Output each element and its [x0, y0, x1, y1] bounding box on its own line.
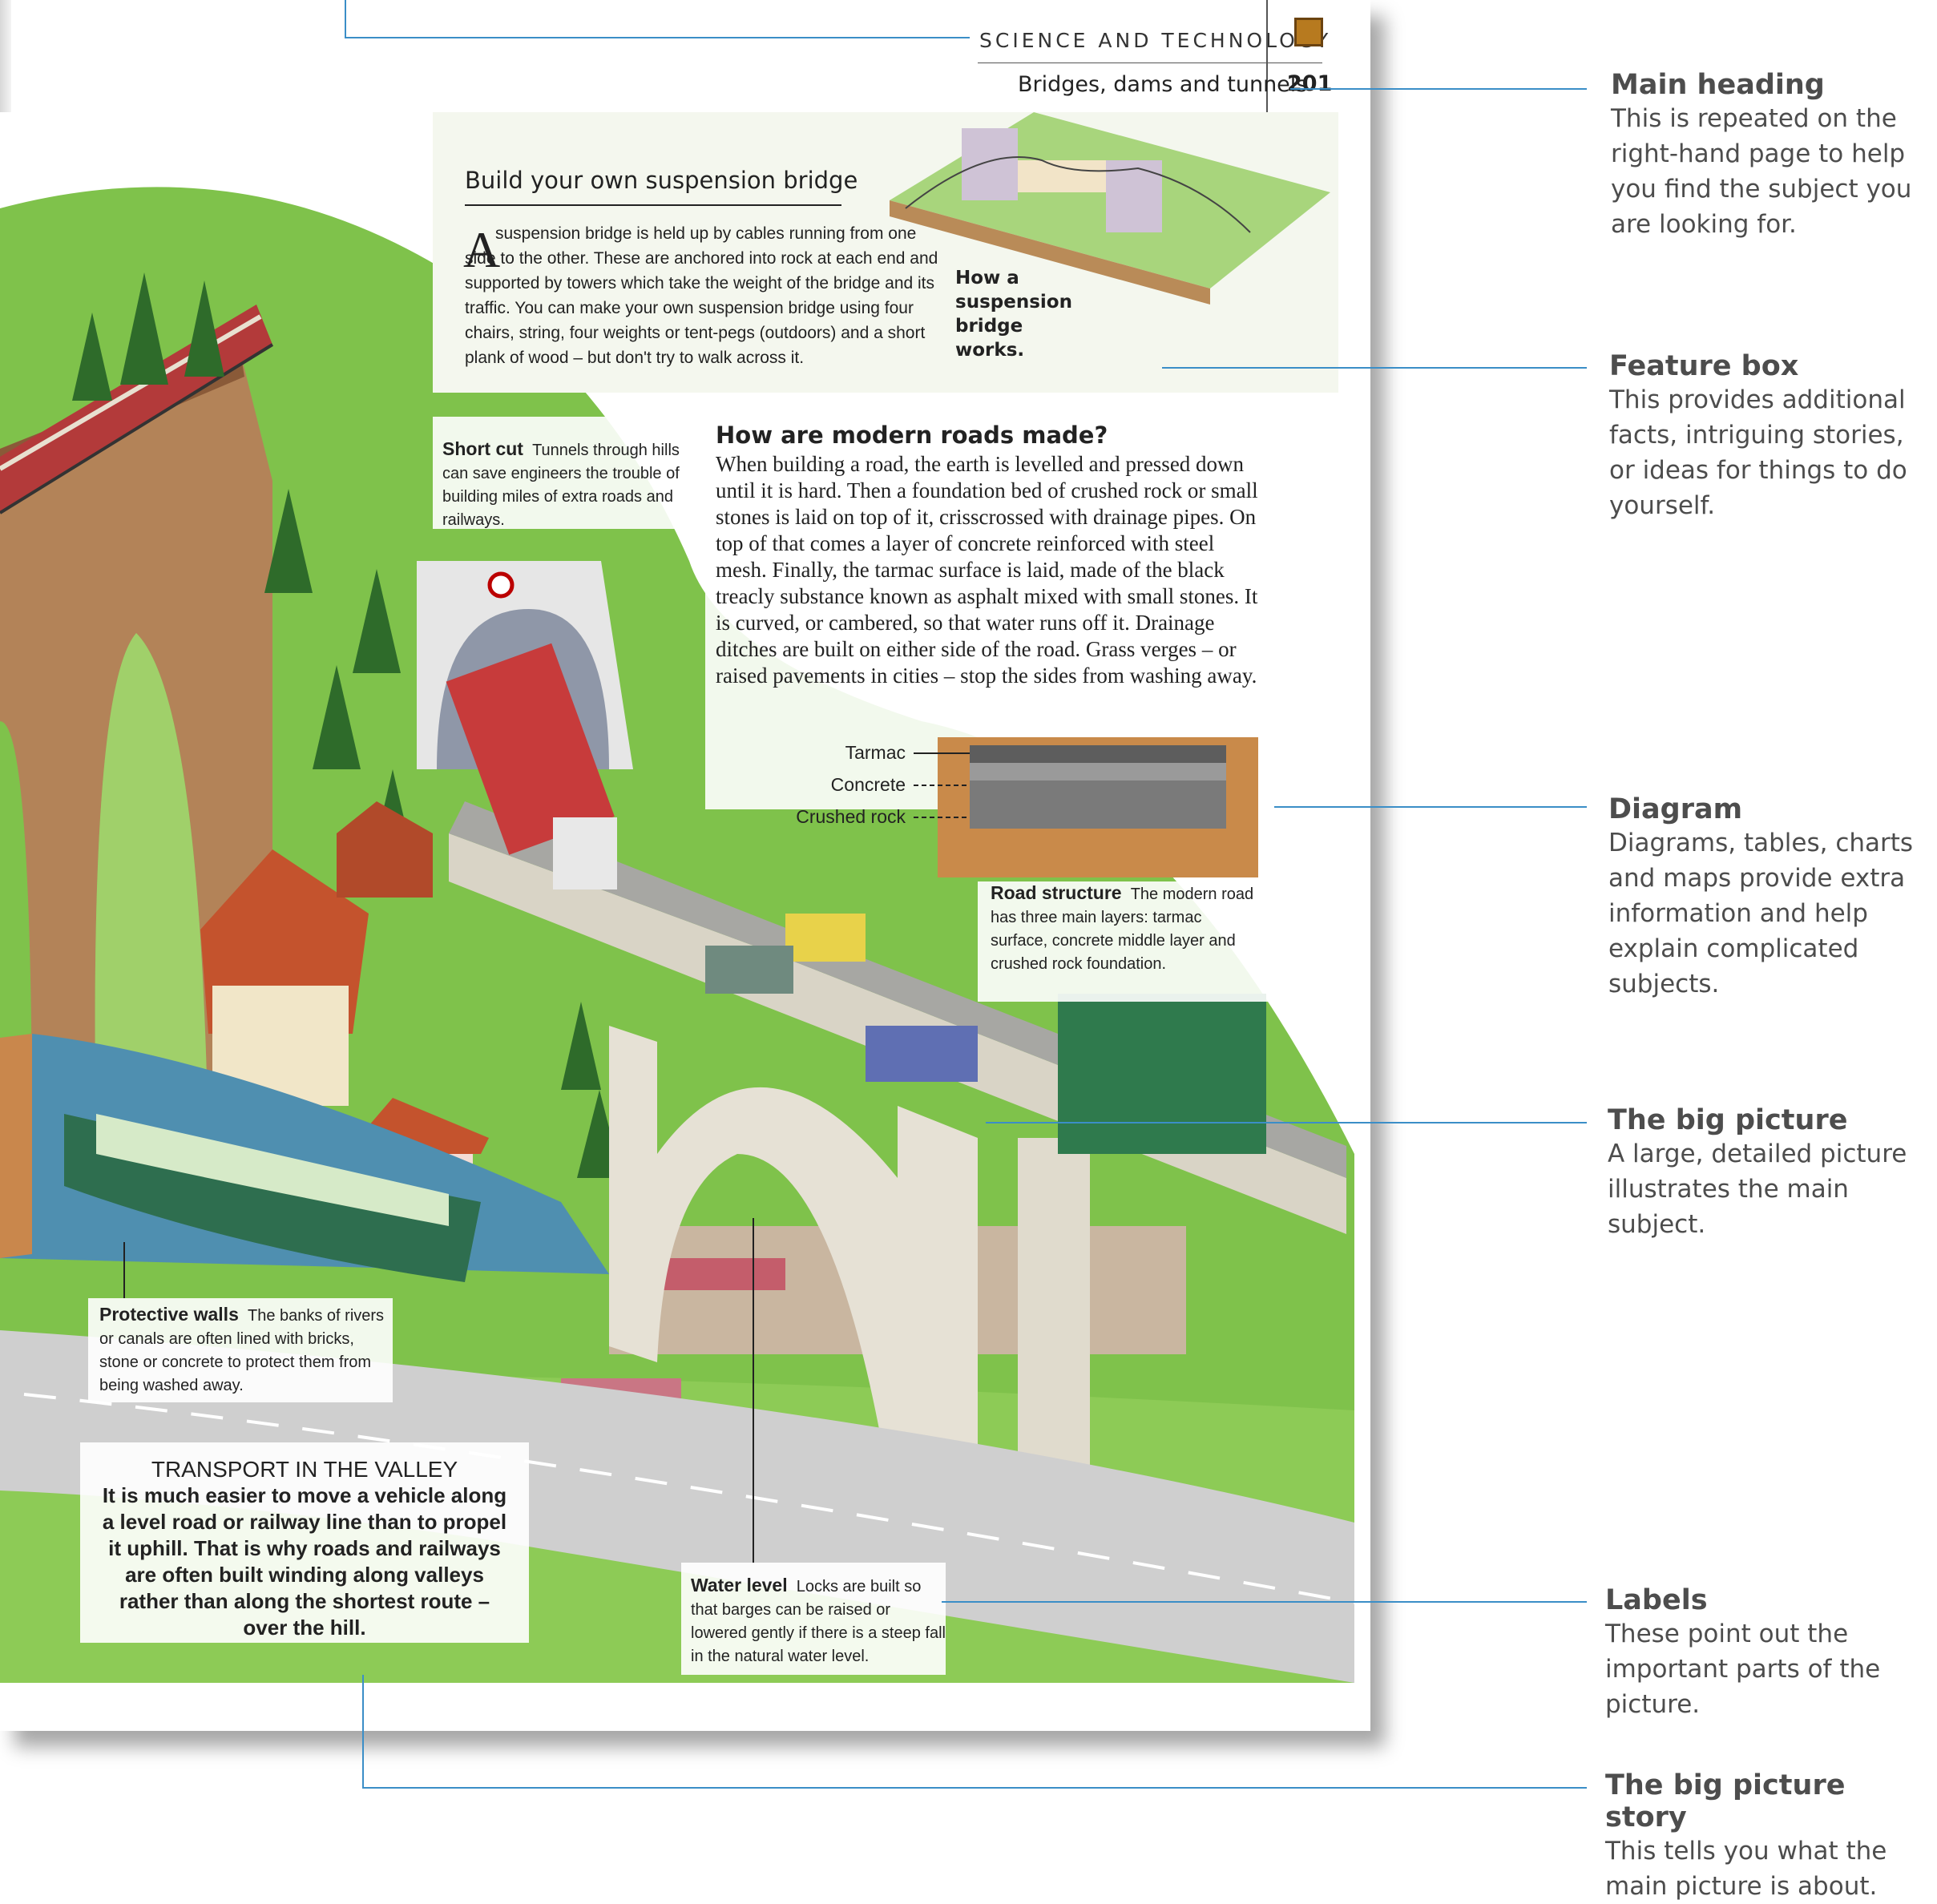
annotation-text: This provides additional facts, intrigui…	[1609, 385, 1907, 520]
label-water-level-text: Locks are built so that barges can be ra…	[691, 1578, 946, 1665]
header-leader-line	[345, 37, 970, 38]
article-body: When building a road, the earth is level…	[716, 452, 1258, 688]
annotation-text: These point out the important parts of t…	[1605, 1620, 1881, 1719]
leader-story-vertical	[362, 1675, 364, 1787]
vehicles	[446, 643, 1266, 1434]
header-leader-line-vertical	[345, 0, 346, 38]
suspension-bridge-model	[890, 112, 1330, 305]
feature-box-caption: How a suspension bridge works.	[955, 268, 1072, 361]
annotation-labels: Labels These point out the important par…	[1605, 1584, 1926, 1722]
header-divider	[1266, 0, 1268, 160]
big-picture-story: TRANSPORT IN THE VALLEY It is much easie…	[96, 1457, 513, 1641]
annotation-big-picture-story: The big picture story This tells you wha…	[1605, 1769, 1926, 1904]
diagram-label-crushed-rock: Crushed rock	[796, 806, 906, 827]
drop-cap: A	[463, 221, 501, 278]
leader-big-picture-story	[362, 1787, 1587, 1789]
label-water-level-title: Water level	[691, 1575, 788, 1595]
label-protective-walls-text: The banks of rivers or canals are often …	[99, 1307, 385, 1394]
feature-box-text: suspension bridge is held up by cables r…	[465, 224, 938, 367]
diagram-label-tarmac: Tarmac	[845, 742, 906, 763]
leader-feature-box	[1162, 367, 1587, 369]
big-picture-illustration	[0, 112, 1370, 1731]
label-short-cut-text: Tunnels through hills can save engineers…	[442, 442, 680, 529]
label-road-structure-text: The modern road has three main layers: t…	[991, 885, 1254, 973]
road-layer-diagram	[914, 737, 1258, 877]
leader-diagram	[1274, 806, 1587, 808]
label-road-structure: Road structure The modern road has three…	[991, 881, 1255, 976]
chapter-heading: Bridges, dams and tunnels	[1018, 72, 1308, 97]
annotation-text: Diagrams, tables, charts and maps provid…	[1608, 829, 1914, 998]
leader-main-heading	[1290, 88, 1587, 90]
label-protective-walls-title: Protective walls	[99, 1304, 239, 1325]
label-road-structure-title: Road structure	[991, 882, 1122, 903]
leader-big-picture	[986, 1122, 1587, 1123]
annotation-heading: Main heading	[1611, 69, 1825, 101]
story-body: It is much easier to move a vehicle alon…	[102, 1483, 507, 1640]
label-short-cut: Short cut Tunnels through hills can save…	[442, 438, 691, 532]
annotation-feature-box: Feature box This provides additional fac…	[1609, 350, 1930, 523]
section-title: SCIENCE AND TECHNOLOGY	[979, 29, 1332, 52]
annotation-heading: Diagram	[1608, 793, 1743, 825]
microchip-icon	[1294, 18, 1323, 46]
annotation-text: This tells you what the main picture is …	[1605, 1837, 1887, 1901]
valley-road	[0, 1330, 1354, 1683]
leader-labels	[942, 1601, 1587, 1603]
label-short-cut-title: Short cut	[442, 438, 523, 459]
book-page: SCIENCE AND TECHNOLOGY Bridges, dams and…	[0, 0, 1370, 1731]
annotation-heading: Feature box	[1609, 350, 1799, 382]
feature-box-title: Build your own suspension bridge	[465, 167, 858, 194]
annotation-text: This is repeated on the right-hand page …	[1611, 104, 1912, 239]
label-protective-walls: Protective walls The banks of rivers or …	[99, 1303, 396, 1398]
label-water-level: Water level Locks are built so that barg…	[691, 1574, 947, 1668]
annotation-heading: Labels	[1605, 1584, 1708, 1616]
annotation-main-heading: Main heading This is repeated on the rig…	[1611, 69, 1931, 242]
annotation-text: A large, detailed picture illustrates th…	[1608, 1140, 1907, 1239]
annotation-heading: The big picture story	[1605, 1769, 1846, 1833]
annotation-diagram: Diagram Diagrams, tables, charts and map…	[1608, 793, 1929, 1002]
annotation-heading: The big picture	[1608, 1104, 1848, 1136]
story-title: TRANSPORT IN THE VALLEY	[151, 1457, 458, 1482]
annotation-big-picture: The big picture A large, detailed pictur…	[1608, 1104, 1928, 1242]
diagram-label-concrete: Concrete	[830, 774, 906, 795]
canal	[0, 1034, 609, 1282]
page-number: 201	[1287, 71, 1333, 96]
article-title: How are modern roads made?	[716, 422, 1108, 449]
feature-box-rule	[465, 204, 841, 206]
